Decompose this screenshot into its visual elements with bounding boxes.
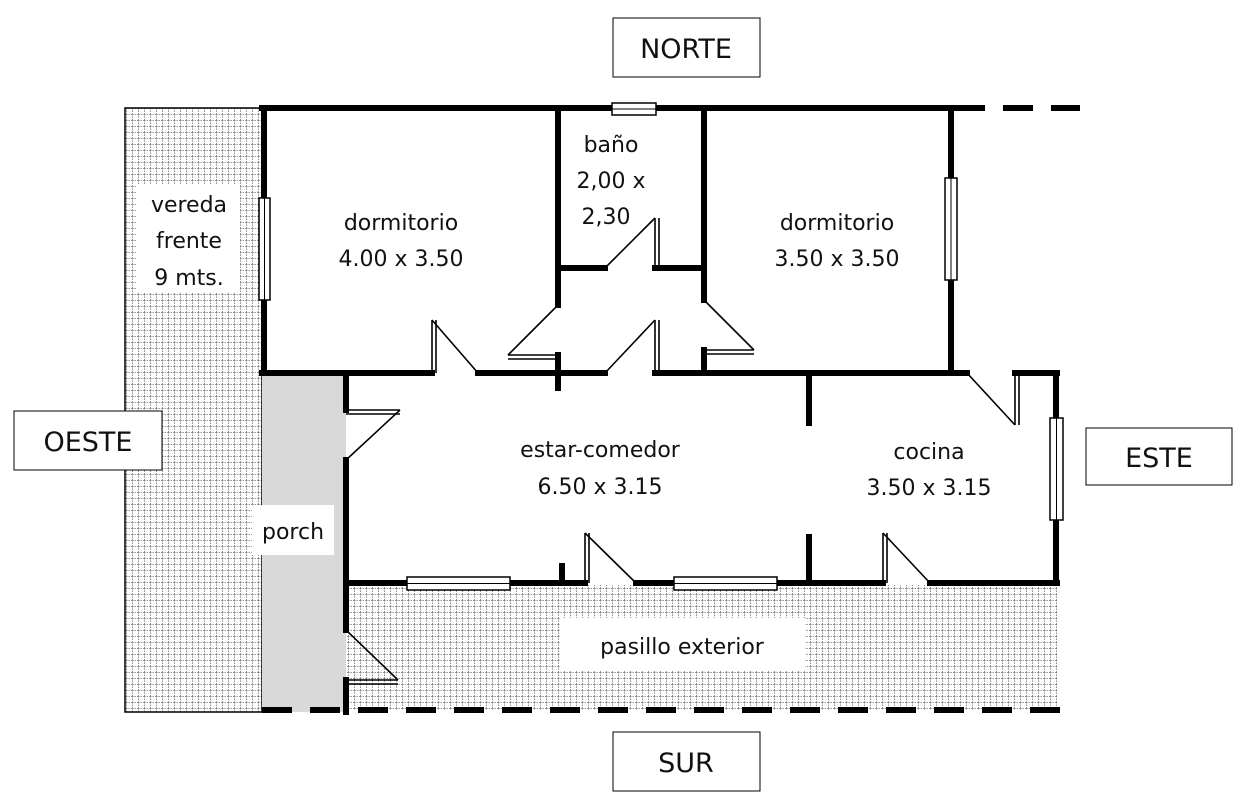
bano-name: baño [584,133,639,158]
compass-south: SUR [658,748,714,779]
doors [345,217,1020,685]
door-swing [431,319,479,374]
estar-size: 6.50 x 3.15 [538,475,663,500]
door-swing [604,217,656,269]
dorm2-name: dormitorio [780,211,894,236]
porch-label: porch [262,520,324,545]
door-swing [584,532,637,584]
door-swing [966,372,1016,426]
estar-name: estar-comedor [520,438,681,463]
compass-north: NORTE [640,34,732,65]
bano-size-2: 2,30 [582,205,631,230]
door-swing [604,319,656,374]
compass-east: ESTE [1125,443,1193,474]
pasillo-label: pasillo exterior [600,635,765,660]
dorm1-name: dormitorio [344,211,458,236]
compass-west: OESTE [43,427,132,458]
door-swing [345,629,399,681]
door-swing [882,532,931,584]
vereda-label-2: frente [156,229,222,254]
vereda-label-1: vereda [151,193,227,218]
door-swing [507,304,559,356]
door-swing [703,299,755,351]
vereda-label-3: 9 mts. [154,266,224,291]
windows [258,102,1064,591]
dorm2-size: 3.50 x 3.50 [775,247,900,272]
door-swing [345,409,401,461]
dorm1-size: 4.00 x 3.50 [339,247,464,272]
bano-size-1: 2,00 x [577,169,646,194]
cocina-size: 3.50 x 3.15 [867,476,992,501]
cocina-name: cocina [893,440,964,465]
